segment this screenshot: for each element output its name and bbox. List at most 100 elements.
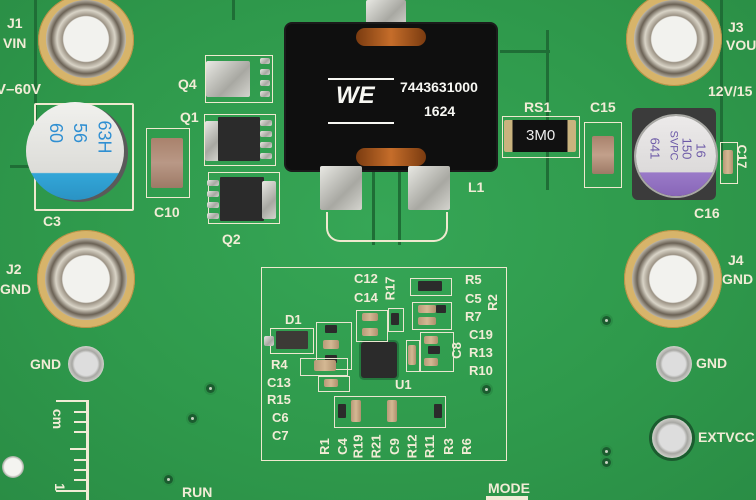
j3-terminal[interactable] [626, 0, 722, 86]
l1-date-code: 1624 [424, 103, 456, 119]
via [206, 384, 215, 393]
controller-block [261, 267, 507, 461]
q4-lead [260, 91, 270, 97]
q2-lead [207, 213, 219, 219]
gnd-right-testpoint[interactable] [656, 346, 692, 382]
c9-label: C9 [386, 438, 402, 455]
c12-label: C12 [354, 271, 378, 286]
c15-capacitor [592, 136, 614, 174]
smd-footprint [420, 332, 454, 372]
resistor [338, 404, 346, 418]
smd-footprint [356, 310, 388, 342]
c3-marking: 60 [46, 122, 67, 144]
q1-lead [260, 153, 272, 159]
j4-terminal[interactable] [624, 230, 722, 328]
smd-footprint [388, 308, 404, 332]
c3-marking-2: 56 [70, 122, 91, 144]
c17-outline [720, 142, 738, 184]
ruler-tick [74, 411, 88, 413]
q1-lead [260, 131, 272, 137]
c16-marking-3: 150 [679, 137, 695, 160]
l1-brand: WE [336, 82, 375, 109]
j4-ref: J4 [728, 252, 744, 268]
j2-ref: J2 [6, 261, 22, 277]
l1-part-number: 7443631000 [400, 79, 478, 95]
smd-footprint [412, 302, 452, 330]
r2-label: R2 [484, 294, 500, 311]
ruler-unit: cm [50, 408, 67, 430]
q1-lead [260, 142, 272, 148]
rs1-ref: RS1 [524, 99, 552, 115]
c6-label: C6 [272, 410, 289, 425]
c16-ref: C16 [694, 205, 720, 221]
rs1-outline [502, 116, 580, 158]
q2-outline [208, 172, 280, 224]
smd-footprint [410, 278, 452, 296]
smd-footprint [318, 376, 350, 392]
trace [720, 0, 723, 160]
j2-net: GND [0, 281, 32, 297]
extvcc-testpoint[interactable] [652, 418, 692, 458]
run-label: RUN [182, 484, 213, 500]
resistor [436, 305, 446, 313]
q2-tab [262, 181, 276, 219]
l1-winding [356, 148, 426, 166]
capacitor [424, 336, 438, 344]
q4-pad [206, 61, 250, 97]
q4-lead [260, 69, 270, 75]
q1-outline [204, 114, 276, 166]
q4-lead [260, 58, 270, 64]
via [482, 385, 491, 394]
trace [546, 30, 549, 190]
j1-ref: J1 [7, 15, 23, 31]
l1-ref: L1 [468, 179, 485, 195]
via [602, 316, 611, 325]
c15-ref: C15 [590, 99, 616, 115]
q1-lead [260, 120, 272, 126]
l1-right-pad [408, 166, 450, 210]
capacitor [418, 305, 436, 313]
q2-mosfet [220, 177, 264, 221]
gnd-left-testpoint[interactable] [68, 346, 104, 382]
l1-top-pad [366, 0, 406, 28]
ruler-tick [74, 479, 88, 481]
r15-label: R15 [267, 392, 291, 407]
ruler-tick [74, 459, 88, 461]
via [188, 414, 197, 423]
c17-ref: C17 [734, 144, 750, 169]
mode-label: MODE [488, 480, 530, 496]
u1-controller-ic [361, 342, 397, 378]
c5-label: C5 [465, 291, 482, 306]
capacitor [362, 328, 378, 336]
r5-label: R5 [465, 272, 482, 287]
q2-lead [207, 191, 219, 197]
trace [34, 0, 37, 170]
ruler [86, 400, 89, 500]
c10-ref: C10 [154, 204, 180, 220]
smd-footprint [406, 340, 420, 372]
via [602, 458, 611, 467]
q1-ref: Q1 [180, 109, 199, 125]
ruler-tick [70, 448, 88, 450]
gnd-left-label: GND [30, 356, 62, 372]
c10-outline [146, 128, 190, 198]
r7-label: R7 [465, 309, 482, 324]
capacitor [362, 313, 378, 321]
q4-lead [260, 80, 270, 86]
q1-mosfet [218, 117, 260, 161]
j3-ref: J3 [728, 19, 744, 35]
via [164, 475, 173, 484]
j1-terminal[interactable] [38, 0, 134, 86]
q2-ref: Q2 [222, 231, 241, 247]
q1-tab [205, 121, 219, 161]
c13-label: C13 [267, 375, 291, 390]
q2-lead [207, 180, 219, 186]
extvcc-label: EXTVCC [698, 429, 755, 445]
c16-marking-4: 16 [693, 143, 709, 158]
j2-terminal[interactable] [37, 230, 135, 328]
j1-net: VIN [3, 35, 27, 51]
c16-capacitor: 641 SVPC 150 16 [636, 116, 716, 196]
r17-label: R17 [382, 276, 398, 301]
q4-outline [205, 55, 273, 103]
l1-left-pad [320, 166, 362, 210]
